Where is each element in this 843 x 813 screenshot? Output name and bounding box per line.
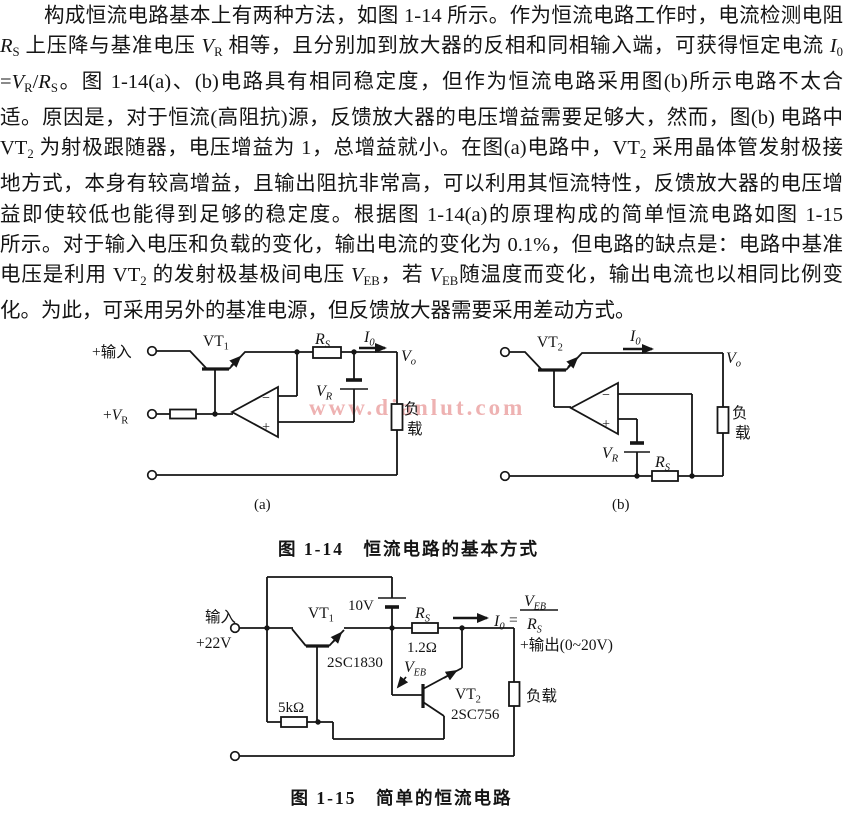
rs-resistor: [411, 622, 439, 634]
paragraph-line-3: =VR/RS。图 1-14(a)、(b)电路具有相同稳定度，但作为恒流电路采用图…: [0, 71, 843, 96]
common-terminal: [229, 750, 241, 762]
input-terminal: [499, 346, 511, 358]
load-resistor: [390, 403, 404, 431]
junction-dot: [351, 349, 357, 355]
junction-dot: [459, 625, 465, 631]
vt2-label: VT2: [537, 334, 563, 354]
rs-resistor: [312, 346, 342, 359]
formula-io: I0: [493, 613, 505, 633]
formula-denominator-rs: RS: [526, 616, 542, 636]
io-label: I0: [363, 329, 375, 349]
vr-input-label: +VR: [103, 407, 128, 427]
input-label: +输入: [92, 343, 132, 361]
opamp-symbol: [569, 381, 619, 436]
fig15-circuit: 输入 +22V VT1 2SC1830 10V RS 1.2Ω I0 = VEB…: [196, 576, 613, 762]
opamp-symbol: [230, 385, 279, 439]
vt1-label: VT1: [203, 333, 229, 353]
veb-label: VEB: [404, 659, 426, 679]
vt1-label: VT1: [308, 605, 334, 625]
rs-value-label: 1.2Ω: [407, 640, 437, 656]
opamp-plus-input: +: [262, 420, 270, 435]
input-voltage-label: +22V: [196, 635, 232, 652]
input-terminal: [229, 622, 241, 634]
vt2-emitter-arrow: [443, 669, 458, 681]
paragraph-line-10: 化。为此，可采用另外的基准电源，但反馈放大器需要采用差动方式。: [0, 300, 636, 323]
body-paragraph: 构成恒流电路基本上有两种方法，如图 1-14 所示。作为恒流电路工作时，电流检测…: [0, 1, 843, 326]
vo-label: Vo: [401, 348, 416, 368]
load-label: 载: [407, 420, 423, 438]
load-label: 载: [735, 424, 751, 442]
vt1-emitter-arrow: [330, 631, 343, 644]
formula-numerator-veb: VEB: [524, 593, 546, 613]
load-resistor: [716, 406, 730, 434]
opamp-minus-input: −: [262, 391, 270, 406]
fig15-caption: 图 1-15 简单的恒流电路: [290, 788, 513, 808]
junction-dot: [689, 473, 695, 479]
paragraph-line-9: 电压是利用 VT2 的发射极基极间电压 VEB，若 VEB随温度而变化，输出电流…: [0, 264, 843, 288]
vt1-part-number: 2SC1830: [327, 655, 383, 671]
subfigure-tag-a: (a): [254, 497, 271, 513]
opamp-plus-input: +: [602, 417, 610, 432]
load-resistor: [508, 681, 521, 707]
base-resistor-label: 5kΩ: [278, 700, 304, 716]
load-label: 负载: [526, 687, 557, 705]
subfigure-tag-b: (b): [612, 497, 630, 513]
vt2-emitter-arrow: [566, 356, 579, 369]
battery-voltage-label: 10V: [348, 598, 374, 614]
paragraph-line-8: 所示。对于输入电压和负载的变化，输出电流的变化为 0.1%，但电路的缺点是：电路…: [0, 233, 843, 256]
junction-dot: [294, 349, 300, 355]
io-label: I0: [629, 328, 641, 348]
vo-label: Vo: [726, 350, 741, 370]
junction-dot: [212, 411, 218, 417]
opamp-minus-input: −: [602, 388, 610, 403]
vt1-emitter-arrow: [229, 355, 242, 368]
rs-label: RS: [654, 454, 671, 474]
paragraph-line-4: 适。原因是，对于恒流(高阻抗)源，反馈放大器的电压增益需要足够大，然而，图(b)…: [0, 107, 843, 130]
junction-dot: [634, 473, 640, 479]
load-label: 负: [732, 404, 748, 422]
formula-equals: =: [509, 612, 518, 629]
junction-dot: [315, 719, 321, 725]
paragraph-line-1: 构成恒流电路基本上有两种方法，如图 1-14 所示。作为恒流电路工作时，电流检测…: [44, 5, 843, 27]
junction-dot: [389, 625, 395, 631]
rs-label: RS: [314, 331, 331, 351]
rs-resistor: [651, 470, 679, 482]
vr-terminal: [146, 408, 158, 420]
paragraph-line-2: RS 上压降与基准电压 VR 相等，且分别加到放大器的反相和同相输入端，可获得恒…: [0, 35, 843, 60]
common-terminal: [499, 470, 511, 482]
vt2-label: VT2: [455, 686, 481, 706]
paragraph-line-5: VT2 为射极跟随器，电压增益为 1，总增益就小。在图(a)电路中，VT2 采用…: [0, 137, 843, 162]
vr-battery-label: VR: [316, 383, 333, 403]
veb-pointer-arrow: [396, 676, 409, 689]
input-resistor: [169, 408, 197, 420]
output-label: +输出(0~20V): [520, 636, 613, 654]
base-resistor: [280, 716, 308, 728]
vt2-part-number: 2SC756: [451, 707, 500, 723]
watermark: www.dianlut.com: [309, 395, 526, 420]
input-label: 输入: [205, 608, 236, 626]
vr-battery-label: VR: [602, 445, 619, 465]
fig14b-wires: [510, 344, 724, 477]
rs-label: RS: [414, 605, 431, 625]
load-label: 负: [404, 400, 420, 418]
fig14a-circuit: +输入 VT1 RS I0 Vo VR +VR − + 负 载 (a): [92, 329, 423, 513]
fig15-wires: [239, 576, 558, 757]
paragraph-line-7: 益即使较低也能得到足够的稳定度。根据图 1-14(a)的原理构成的简单恒流电路如…: [0, 203, 843, 226]
paragraph-line-6: 地方式，本身有较高增益，且输出阻抗非常高，可以利用其恒流特性，反馈放大器的电压增: [0, 173, 843, 196]
common-terminal: [146, 469, 158, 481]
junction-dot: [264, 625, 270, 631]
fig14-caption: 图 1-14 恒流电路的基本方式: [278, 539, 539, 559]
input-terminal: [146, 345, 158, 357]
fig14b-circuit: VT2 I0 Vo VR RS − + 负 载 (b): [499, 328, 751, 513]
fig14a-wires: [157, 343, 398, 476]
